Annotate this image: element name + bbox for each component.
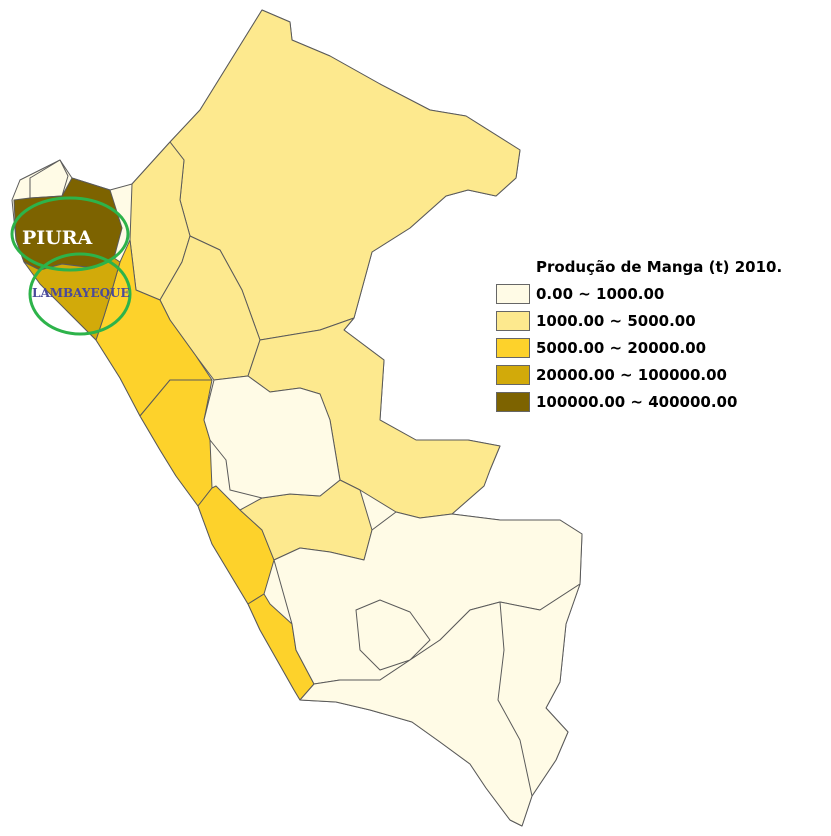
legend-label: 1000.00 ~ 5000.00 [536, 311, 696, 330]
region-puno-divider [497, 601, 533, 797]
legend-swatch [496, 337, 530, 358]
region-la-libertad [139, 379, 213, 507]
legend-title: Produção de Manga (t) 2010. [536, 258, 783, 276]
legend-label: 20000.00 ~ 100000.00 [536, 365, 727, 384]
legend-label: 100000.00 ~ 400000.00 [536, 392, 738, 411]
region-east-basin [203, 375, 341, 499]
legend-item: 1000.00 ~ 5000.00 [496, 307, 782, 334]
lambayeque-label: LAMBAYEQUE [32, 286, 130, 300]
legend-swatch [496, 283, 530, 304]
legend-items: 0.00 ~ 1000.00 1000.00 ~ 5000.00 5000.00 ~… [496, 280, 782, 415]
legend-swatch [496, 364, 530, 385]
legend-item: 0.00 ~ 1000.00 [496, 280, 782, 307]
lambayeque-highlight-ring [28, 252, 132, 336]
legend-label: 5000.00 ~ 20000.00 [536, 338, 707, 357]
legend-item: 5000.00 ~ 20000.00 [496, 334, 782, 361]
legend-item: 100000.00 ~ 400000.00 [496, 388, 782, 415]
legend-item: 20000.00 ~ 100000.00 [496, 361, 782, 388]
legend-swatch [496, 310, 530, 331]
legend-swatch [496, 391, 530, 412]
legend-label: 0.00 ~ 1000.00 [536, 284, 665, 303]
piura-highlight-ring [10, 196, 130, 272]
region-cusco [355, 599, 431, 671]
map-legend: Produção de Manga (t) 2010. 0.00 ~ 1000.… [496, 258, 782, 415]
region-lambayeque [23, 257, 121, 341]
piura-label: PIURA [22, 227, 93, 249]
region-south-coast [299, 583, 581, 827]
region-tumbes [29, 159, 69, 199]
